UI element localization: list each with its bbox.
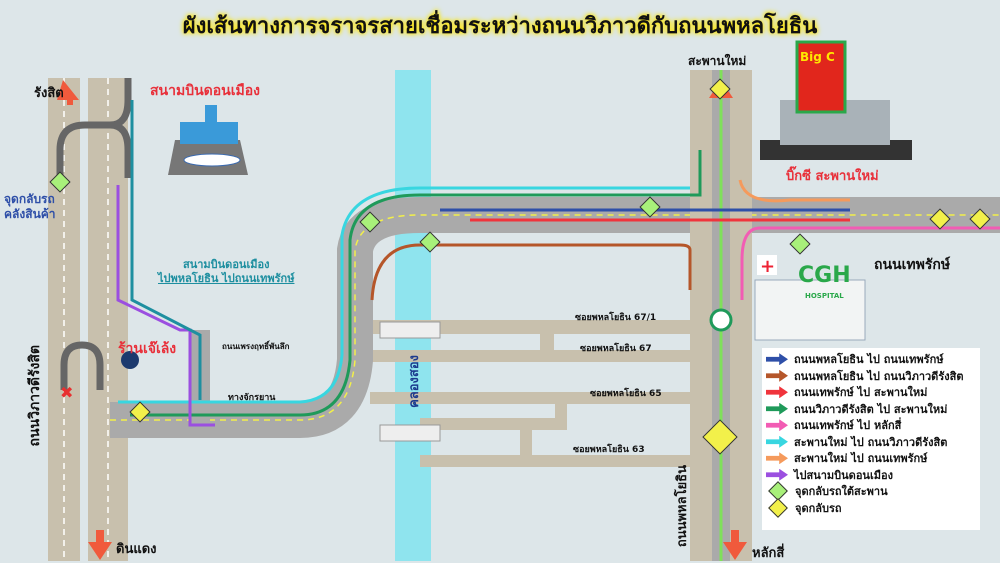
label-bike-lane: ทางจักรยาน (228, 393, 276, 403)
arrow-right-icon (766, 419, 788, 432)
legend-item: ถนนพหลโยธิน ไป ถนนวิภาวดีรังสิต (766, 368, 976, 385)
arrow-down-icon (88, 530, 112, 560)
label-din-daeng: ดินแดง (116, 542, 157, 557)
arrow-right-icon (766, 468, 788, 481)
legend-item: ถนนพหลโยธิน ไป ถนนเทพรักษ์ (766, 351, 976, 368)
label-canal: คลองสอง (407, 355, 422, 408)
arrow-right-icon (766, 452, 788, 465)
arrow-right-icon (766, 369, 788, 382)
soi-roads (370, 320, 690, 467)
canal (395, 70, 431, 561)
bridge (379, 424, 441, 442)
arrow-right-icon (766, 435, 788, 448)
page-title: ผังเส้นทางการจราจรสายเชื่อมระหว่างถนนวิภ… (182, 14, 818, 39)
closed-icon: ✖ (60, 383, 73, 402)
hospital-building: + (754, 255, 866, 341)
big-c-building (760, 40, 912, 160)
label-don-mueang-airport: สนามบินดอนเมือง (150, 83, 260, 99)
label-phahon-road: ถนนพหลโยธิน (675, 465, 690, 548)
label-airport-route: สนามบินดอนเมืองไปพหลโยธิน ไปถนนเทพรักษ์ (158, 258, 295, 285)
legend-item: จุดกลับรถ (766, 497, 976, 518)
cgh-logo: CGH (798, 263, 851, 288)
label-saphan-mai: สะพานใหม่ (688, 54, 747, 68)
arrow-up-icon (57, 80, 79, 105)
legend-item: ไปสนามบินดอนเมือง (766, 467, 976, 484)
legend: ถนนพหลโยธิน ไป ถนนเทพรักษ์ ถนนพหลโยธิน ไ… (762, 348, 980, 530)
label-vibhavadi-road: ถนนวิภาวดีรังสิต (27, 345, 43, 447)
route-lines (116, 100, 1000, 427)
cgh-hospital-text: HOSPITAL (805, 292, 844, 300)
arrow-right-icon (766, 353, 788, 366)
label-lak-si: หลักสี่ (752, 546, 785, 561)
legend-item: สะพานใหม่ ไป ถนนเทพรักษ์ (766, 450, 976, 467)
legend-item: ถนนเทพรักษ์ ไป สะพานใหม่ (766, 384, 976, 401)
label-u-turn-warehouse: จุดกลับรถคลังสินค้า (4, 192, 56, 221)
label-soi-65: ซอยพหลโยธิน 65 (590, 389, 662, 399)
u-turn-icon (768, 497, 788, 518)
legend-item: สะพานใหม่ ไป ถนนวิภาวดีรังสิต (766, 434, 976, 451)
arrow-right-icon (766, 386, 788, 399)
legend-item: จุดกลับรถใต้สะพาน (766, 481, 976, 502)
label-soi-67-1: ซอยพหลโยธิน 67/1 (575, 313, 657, 323)
label-soi-63: ซอยพหลโยธิน 63 (573, 445, 645, 455)
roundabout-icon (709, 308, 733, 332)
shop-marker (121, 351, 139, 369)
arrow-right-icon (766, 402, 788, 415)
bridge (379, 321, 441, 339)
label-tepharak-road: ถนนเทพรักษ์ (874, 257, 951, 273)
label-soi-67: ซอยพหลโยธิน 67 (580, 344, 652, 354)
big-c-logo: Big C (800, 50, 835, 64)
label-big-c: บิ๊กซี สะพานใหม่ (786, 169, 879, 184)
legend-item: ถนนวิภาวดีรังสิต ไป สะพานใหม่ (766, 401, 976, 418)
label-prem-road: ถนนเพรงฤทธิ์พันลึก (222, 342, 290, 351)
arrow-down-icon (723, 530, 747, 560)
airport-illustration (168, 105, 248, 175)
svg-text:+: + (760, 256, 775, 277)
label-jae-leng-shop: ร้านเจ๊เล้ง (118, 341, 177, 357)
label-rangsit: รังสิต (34, 86, 64, 101)
vibhavadi-road (48, 78, 132, 561)
u-turn-sign-icons (49, 78, 991, 455)
legend-item: ถนนเทพรักษ์ ไป หลักสี่ (766, 417, 976, 434)
